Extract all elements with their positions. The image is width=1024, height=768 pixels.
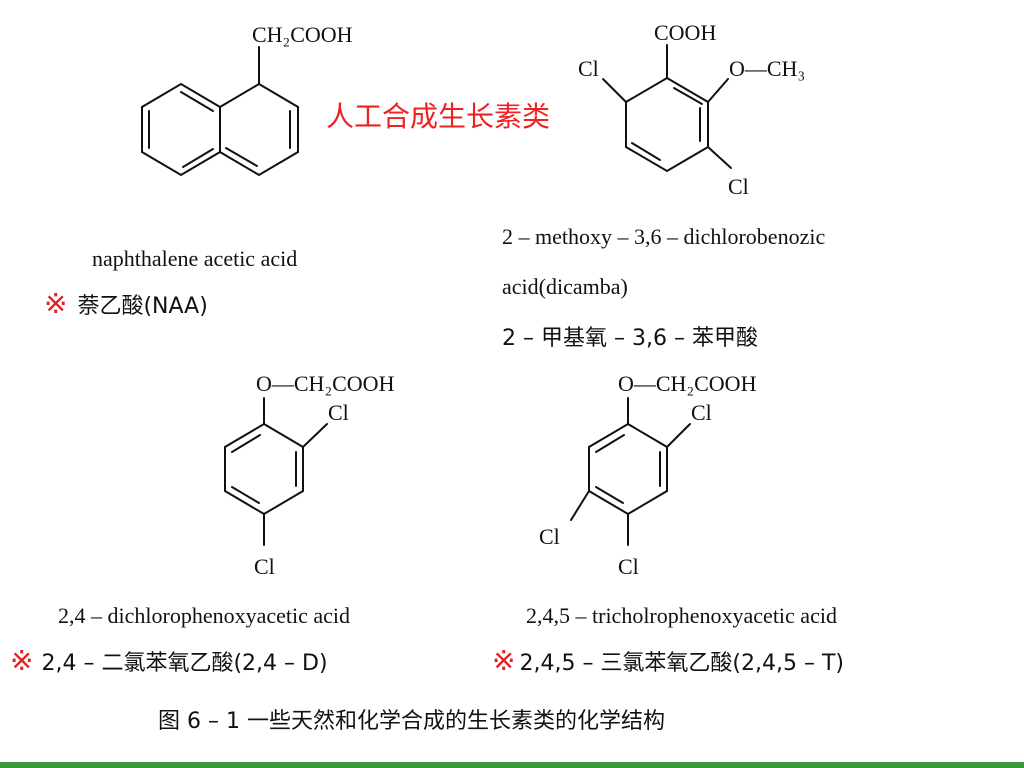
naa-name-zh: 萘乙酸(NAA) bbox=[77, 294, 208, 319]
t245-name-en: 2,4,5 – tricholrophenoxyacetic acid bbox=[526, 603, 837, 628]
t245-structure bbox=[570, 397, 691, 546]
d24-cl-para: Cl bbox=[254, 554, 275, 579]
dicamba-name-zh: 2 – 甲基氧 – 3,6 – 苯甲酸 bbox=[502, 326, 758, 351]
d24-name-en: 2,4 – dichlorophenoxyacetic acid bbox=[58, 603, 351, 628]
d24-name-zh: 2,4 – 二氯苯氧乙酸(2,4 – D) bbox=[41, 651, 328, 676]
dicamba-cl-top: Cl bbox=[578, 56, 599, 81]
t245-cl-ortho: Cl bbox=[691, 400, 712, 425]
reference-mark-icon: ※ bbox=[10, 644, 34, 677]
d24-structure bbox=[224, 397, 328, 546]
t245-cl-meta: Cl bbox=[539, 524, 560, 549]
dicamba-name-en-line2: acid(dicamba) bbox=[502, 274, 628, 299]
bottom-rule bbox=[0, 762, 1024, 768]
dicamba-structure bbox=[602, 44, 732, 173]
t245-side-chain: O—CH₂COOH bbox=[618, 371, 757, 396]
reference-mark-icon: ※ bbox=[44, 287, 68, 320]
dicamba-cl-bottom: Cl bbox=[728, 174, 749, 199]
naa-name-en: naphthalene acetic acid bbox=[92, 246, 298, 271]
naa-name-zh-row: ※ 萘乙酸(NAA) bbox=[44, 287, 208, 320]
t245-cl-para: Cl bbox=[618, 554, 639, 579]
d24-cl-ortho: Cl bbox=[328, 400, 349, 425]
t245-name-zh: 2,4,5 – 三氯苯氧乙酸(2,4,5 – T) bbox=[519, 651, 845, 676]
naa-structure bbox=[141, 46, 299, 177]
figure-caption: 图 6 – 1 一些天然和化学合成的生长素类的化学结构 bbox=[158, 709, 665, 734]
d24-side-chain: O—CH₂COOH bbox=[256, 371, 395, 396]
t245-name-zh-row: ※ 2,4,5 – 三氯苯氧乙酸(2,4,5 – T) bbox=[492, 644, 844, 677]
synthetic-auxin-label: 人工合成生长素类 bbox=[326, 100, 551, 133]
dicamba-methoxy: O—CH₃ bbox=[729, 56, 805, 81]
reference-mark-icon: ※ bbox=[492, 644, 516, 677]
naa-side-chain: CH₂COOH bbox=[252, 22, 353, 47]
d24-name-zh-row: ※ 2,4 – 二氯苯氧乙酸(2,4 – D) bbox=[10, 644, 328, 677]
dicamba-name-en-line1: 2 – methoxy – 3,6 – dichlorobenozic bbox=[502, 224, 826, 249]
dicamba-cooh: COOH bbox=[654, 20, 716, 45]
